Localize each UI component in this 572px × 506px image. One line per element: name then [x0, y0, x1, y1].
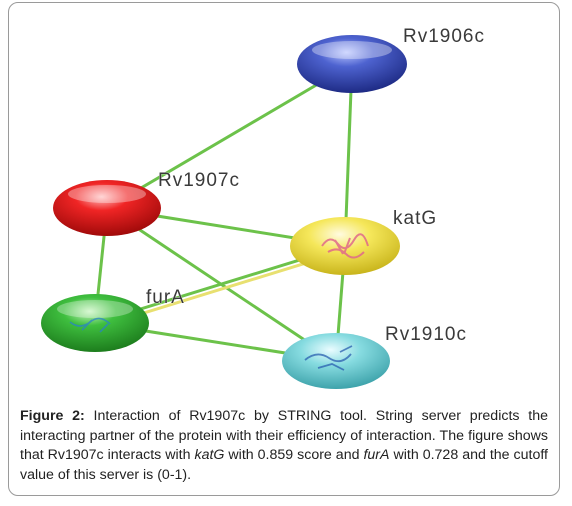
- caption-text-2: with 0.859 score and: [224, 447, 364, 463]
- node-rv1906c[interactable]: [297, 35, 407, 93]
- node-katg[interactable]: [290, 217, 400, 275]
- caption-gene-fura: furA: [363, 447, 390, 463]
- katg-structure-icon: [321, 233, 369, 259]
- figure-caption: Figure 2: Interaction of Rv1907c by STRI…: [20, 407, 548, 485]
- edge-rv1906c-rv1907c[interactable]: [105, 62, 354, 210]
- label-katg: katG: [393, 208, 437, 229]
- node-fura[interactable]: [41, 294, 149, 352]
- edge-rv1906c-katg[interactable]: [343, 62, 354, 248]
- caption-text-1: Interaction of Rv1907c by STRING tool. S…: [20, 408, 548, 463]
- label-fura: furA: [146, 287, 185, 308]
- label-layer: Rv1906c Rv1907c katG furA Rv1910c: [146, 26, 485, 346]
- node-layer: [41, 35, 407, 389]
- node-rv1910c[interactable]: [282, 333, 390, 389]
- label-rv1907c: Rv1907c: [158, 170, 240, 191]
- node-rv1907c[interactable]: [53, 180, 161, 236]
- label-rv1906c: Rv1906c: [403, 26, 485, 47]
- rv1910c-structure-icon: [304, 345, 353, 371]
- figure-frame: [8, 2, 560, 496]
- caption-gene-katg: katG: [194, 447, 225, 463]
- fura-structure-icon: [69, 317, 111, 333]
- caption-text-3: with 0.728 and the cutoff value of this …: [20, 447, 549, 483]
- label-rv1910c: Rv1910c: [385, 324, 467, 345]
- caption-label: Figure 2:: [20, 408, 85, 424]
